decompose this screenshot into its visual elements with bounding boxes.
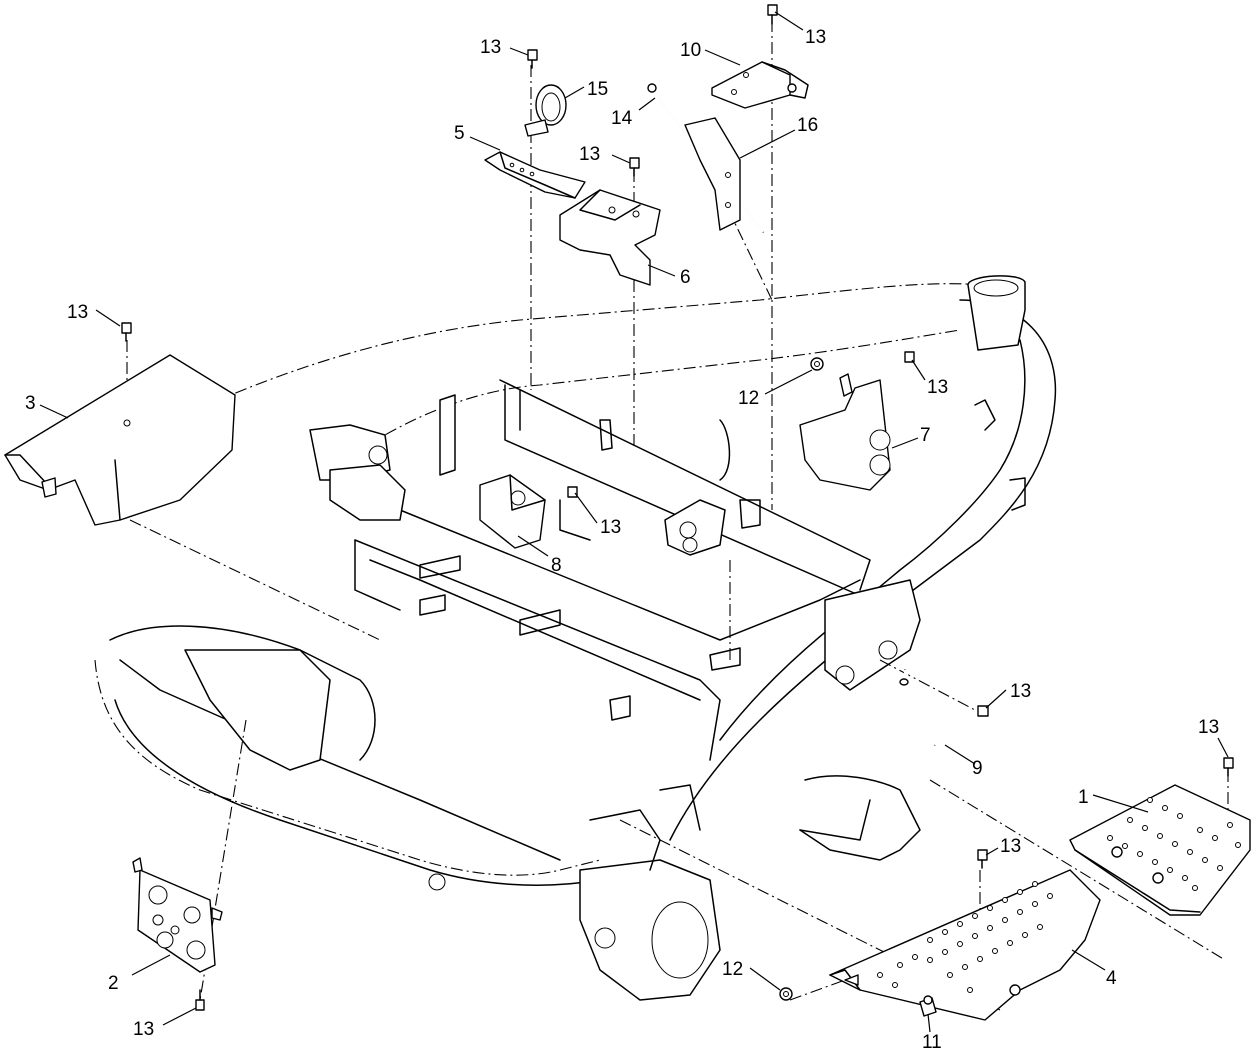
callout-11: 11 bbox=[922, 1032, 942, 1053]
main-frame bbox=[94, 275, 1057, 1001]
callout-8: 8 bbox=[551, 555, 562, 576]
callout-13c: 13 bbox=[579, 144, 600, 165]
part-16-bracket bbox=[684, 117, 741, 231]
callout-13j: 13 bbox=[133, 1019, 154, 1040]
part-13-bolts bbox=[121, 4, 1234, 1011]
callout-15: 15 bbox=[587, 79, 608, 100]
callout-12a: 12 bbox=[738, 388, 759, 409]
callout-4: 4 bbox=[1106, 968, 1117, 989]
callout-13h: 13 bbox=[1198, 717, 1219, 738]
callout-13g: 13 bbox=[1010, 681, 1031, 702]
callout-9: 9 bbox=[972, 758, 983, 779]
callout-5: 5 bbox=[454, 123, 465, 144]
part-15-clamp bbox=[524, 84, 567, 137]
leader-lines bbox=[39, 11, 1229, 1033]
part-9-rod bbox=[899, 669, 945, 746]
part-8-bracket bbox=[479, 474, 546, 549]
callout-12b: 12 bbox=[722, 959, 743, 980]
part-6-bracket bbox=[559, 189, 661, 286]
callout-6: 6 bbox=[680, 267, 691, 288]
callout-7: 7 bbox=[920, 425, 931, 446]
callout-16: 16 bbox=[797, 115, 818, 136]
callout-2: 2 bbox=[108, 973, 119, 994]
part-10-bracket bbox=[711, 61, 809, 109]
callout-13d: 13 bbox=[67, 302, 88, 323]
callout-13b: 13 bbox=[805, 27, 826, 48]
part-1-foot-plate bbox=[1069, 784, 1251, 916]
callout-1: 1 bbox=[1078, 787, 1089, 808]
callout-3: 3 bbox=[25, 393, 36, 414]
callout-13e: 13 bbox=[927, 377, 948, 398]
callout-10: 10 bbox=[680, 40, 701, 61]
part-5-bracket bbox=[484, 151, 586, 199]
callout-14: 14 bbox=[611, 108, 633, 129]
part-2-panel bbox=[132, 857, 223, 973]
callout-13i: 13 bbox=[1000, 836, 1021, 857]
part-11-fitting bbox=[919, 995, 937, 1017]
part-4-foot-plate bbox=[829, 869, 1101, 1021]
part-7-plate bbox=[799, 373, 891, 491]
callout-13a: 13 bbox=[480, 37, 501, 58]
part-3-cover bbox=[4, 354, 236, 526]
callouts: 1 2 3 4 5 6 7 8 9 10 11 12 12 13 13 13 1… bbox=[25, 27, 1219, 1053]
part-12-nuts bbox=[779, 357, 824, 1001]
callout-13f: 13 bbox=[600, 517, 621, 538]
